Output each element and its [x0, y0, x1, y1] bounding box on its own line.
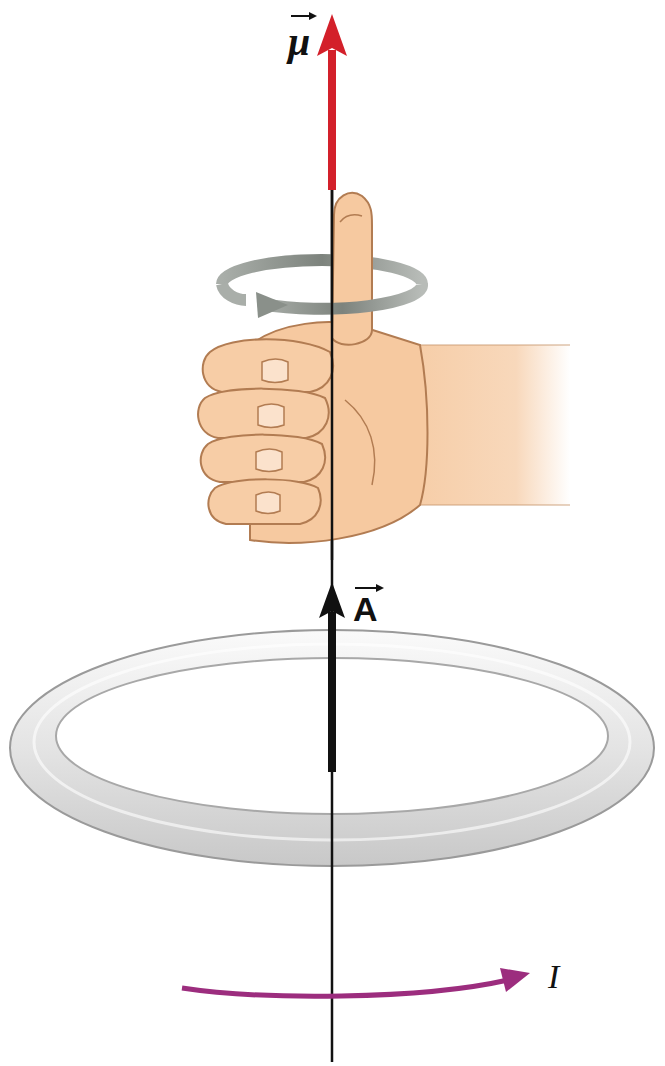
right-hand: [198, 193, 570, 543]
axis-line: [331, 180, 334, 1062]
area-vector: [319, 582, 345, 772]
axis-line: [331, 190, 334, 560]
moment-vector: [317, 14, 347, 190]
symbol-label: μ: [288, 22, 310, 62]
vector-accent: [291, 12, 384, 592]
current-arrow: [182, 968, 530, 996]
symbol-label: I: [548, 960, 559, 994]
symbol-label: A: [353, 592, 378, 626]
